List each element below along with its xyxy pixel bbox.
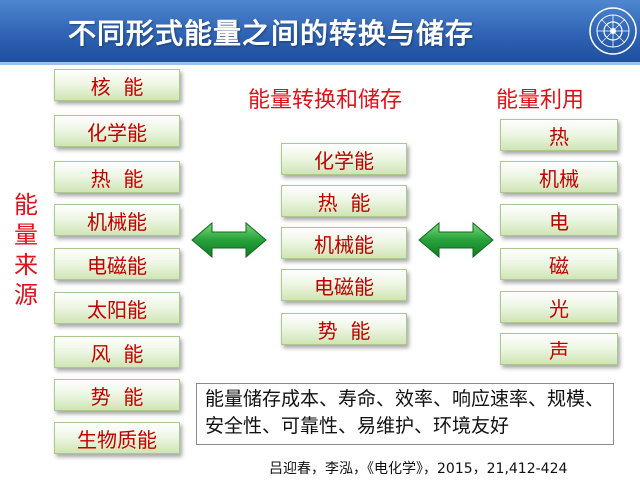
source-box: 势 能 [54,379,180,411]
source-box: 核 能 [54,69,180,101]
usage-box: 机械 [500,161,618,193]
title-rule [0,62,640,65]
citation: 吕迎春，李泓，《电化学》，2015，21,412-424 [269,461,568,477]
conversion-box: 热 能 [281,185,407,217]
source-box: 热 能 [54,161,180,193]
double-arrow-icon [191,221,267,259]
usage-box: 声 [500,333,618,365]
source-box: 机械能 [54,204,180,236]
source-box: 太阳能 [54,292,180,324]
source-box: 电磁能 [54,248,180,280]
usage-box: 光 [500,291,618,323]
conversion-box: 电磁能 [281,269,407,301]
usage-title: 能量利用 [496,88,585,113]
usage-box: 热 [500,119,618,151]
double-arrow-icon [418,221,494,259]
energy-source-label: 能量来源 [14,191,38,309]
conversion-title: 能量转换和储存 [248,88,403,113]
usage-box: 电 [500,204,618,236]
source-box: 生物质能 [54,422,180,454]
source-box: 化学能 [54,115,180,147]
storage-criteria-note: 能量储存成本、寿命、效率、响应速率、规模、安全性、可靠性、易维护、环境友好 [196,383,614,445]
source-box: 风 能 [54,336,180,368]
title-bar: 不同形式能量之间的转换与储存 [0,0,640,62]
page-title: 不同形式能量之间的转换与储存 [68,17,475,50]
cas-emblem-icon [589,7,637,55]
conversion-box: 势 能 [281,313,407,345]
conversion-box: 机械能 [281,227,407,259]
usage-box: 磁 [500,248,618,280]
conversion-box: 化学能 [281,143,407,175]
